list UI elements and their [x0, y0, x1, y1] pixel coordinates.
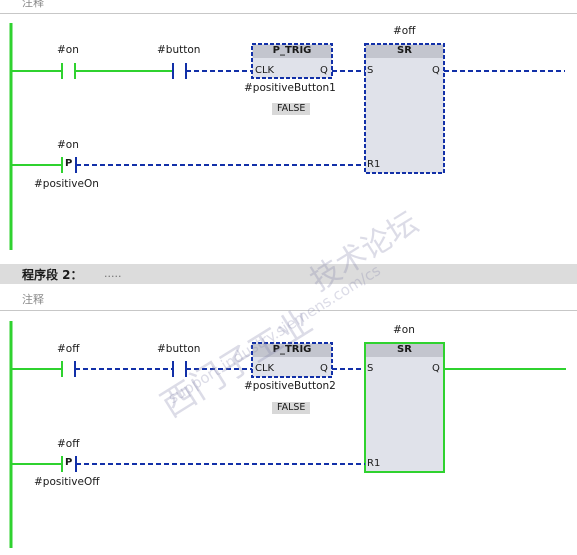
network1-ptrig-title: P_TRIG: [272, 45, 312, 56]
network2-ptrig-q: Q: [320, 363, 328, 374]
network2-contact-off[interactable]: [61, 361, 76, 377]
network1-ptrig-q: Q: [320, 65, 328, 76]
network2-reset-edge-mem[interactable]: #positiveOff: [34, 476, 100, 488]
network1-contact-button[interactable]: [172, 63, 187, 79]
network2-sr-var-label[interactable]: #on: [393, 324, 415, 336]
network2-sr-q: Q: [432, 363, 440, 374]
network1-ptrig-value-badge: FALSE: [272, 103, 311, 115]
network1-sr-q: Q: [432, 65, 440, 76]
network2-reset-contact-type: P: [65, 457, 73, 468]
network2-ptrig-box[interactable]: [251, 342, 333, 378]
network2-contact-button[interactable]: [172, 361, 187, 377]
network2-sr-s: S: [367, 363, 374, 374]
network1-contact-button-label[interactable]: #button: [157, 44, 201, 56]
network2-ptrig-clk: CLK: [255, 363, 275, 374]
network1-reset-contact-type: P: [65, 158, 73, 169]
network2-ptrig-instance[interactable]: #positiveButton2: [244, 380, 336, 392]
network2-comment[interactable]: 注释: [22, 293, 44, 306]
network1-sr-r1: R1: [367, 159, 381, 170]
network2-header[interactable]: 程序段 2： .....: [0, 264, 577, 284]
network1-sr-s: S: [367, 65, 374, 76]
network2-contact-off-label[interactable]: #off: [57, 343, 80, 355]
network1-ptrig-clk: CLK: [255, 65, 275, 76]
network2-sr-r1: R1: [367, 458, 381, 469]
network1-reset-contact-label[interactable]: #on: [57, 139, 79, 151]
network2-ptrig-title: P_TRIG: [272, 344, 312, 355]
network1-ptrig-instance[interactable]: #positiveButton1: [244, 82, 336, 94]
network1-sr-box[interactable]: [364, 43, 445, 174]
network2-ptrig-value-badge: FALSE: [272, 402, 311, 414]
network2-sr-title: SR: [397, 344, 412, 355]
network1-comment[interactable]: 注释: [22, 0, 44, 9]
network2-reset-contact-label[interactable]: #off: [57, 438, 80, 450]
network1-contact-on[interactable]: [61, 63, 76, 79]
network2-title-dots[interactable]: .....: [104, 267, 122, 280]
network1-comment-separator: [0, 13, 577, 14]
network1-sr-var-label[interactable]: #off: [393, 25, 416, 37]
network2-sr-box[interactable]: [364, 342, 445, 473]
network1-reset-edge-mem[interactable]: #positiveOn: [34, 178, 99, 190]
network2-contact-button-label[interactable]: #button: [157, 343, 201, 355]
network1-sr-title: SR: [397, 45, 412, 56]
network2-title: 程序段 2：: [22, 268, 83, 282]
network1-contact-on-label[interactable]: #on: [57, 44, 79, 56]
network2-comment-separator: [0, 310, 577, 311]
network1-ptrig-box[interactable]: [251, 43, 333, 79]
